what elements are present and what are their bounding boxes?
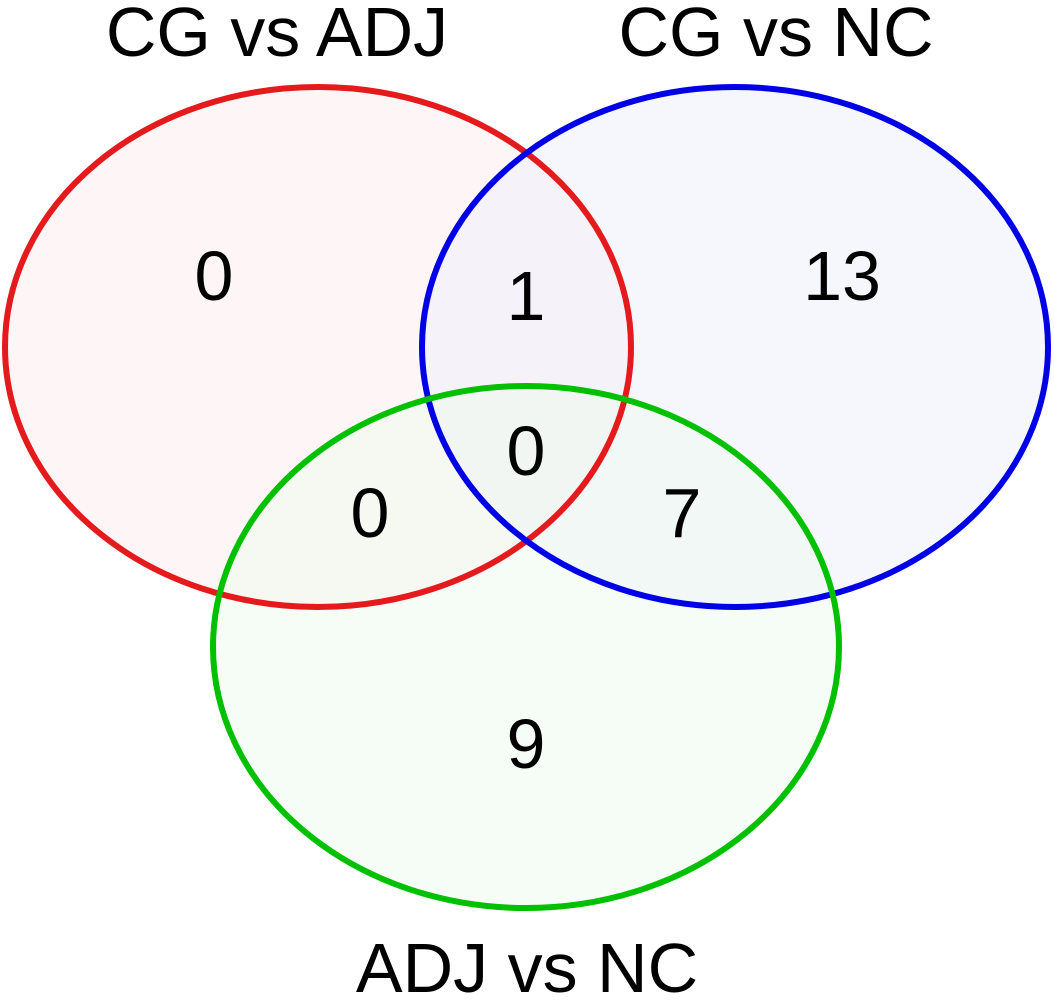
count-cg-vs-adj-and-cg-vs-nc: 1 <box>507 257 546 335</box>
set-label-adj-vs-nc: ADJ vs NC <box>356 929 698 1000</box>
set-label-cg-vs-nc: CG vs NC <box>619 0 934 71</box>
count-only-cg-vs-adj: 0 <box>195 237 234 315</box>
set-cg-vs-adj-outline <box>2 84 634 610</box>
set-fills <box>5 87 1048 908</box>
count-cg-vs-adj-and-adj-vs-nc: 0 <box>351 474 390 552</box>
count-all-three: 0 <box>507 412 546 490</box>
set-adj-vs-nc-outline <box>210 383 842 911</box>
count-cg-vs-nc-and-adj-vs-nc: 7 <box>663 474 702 552</box>
set-label-cg-vs-adj: CG vs ADJ <box>106 0 448 71</box>
set-cg-vs-nc-outline <box>419 84 1051 610</box>
count-only-adj-vs-nc: 9 <box>507 705 546 783</box>
set-adj-vs-nc-fill <box>213 386 839 908</box>
set-outlines <box>2 84 1051 911</box>
count-only-cg-vs-nc: 13 <box>803 237 881 315</box>
